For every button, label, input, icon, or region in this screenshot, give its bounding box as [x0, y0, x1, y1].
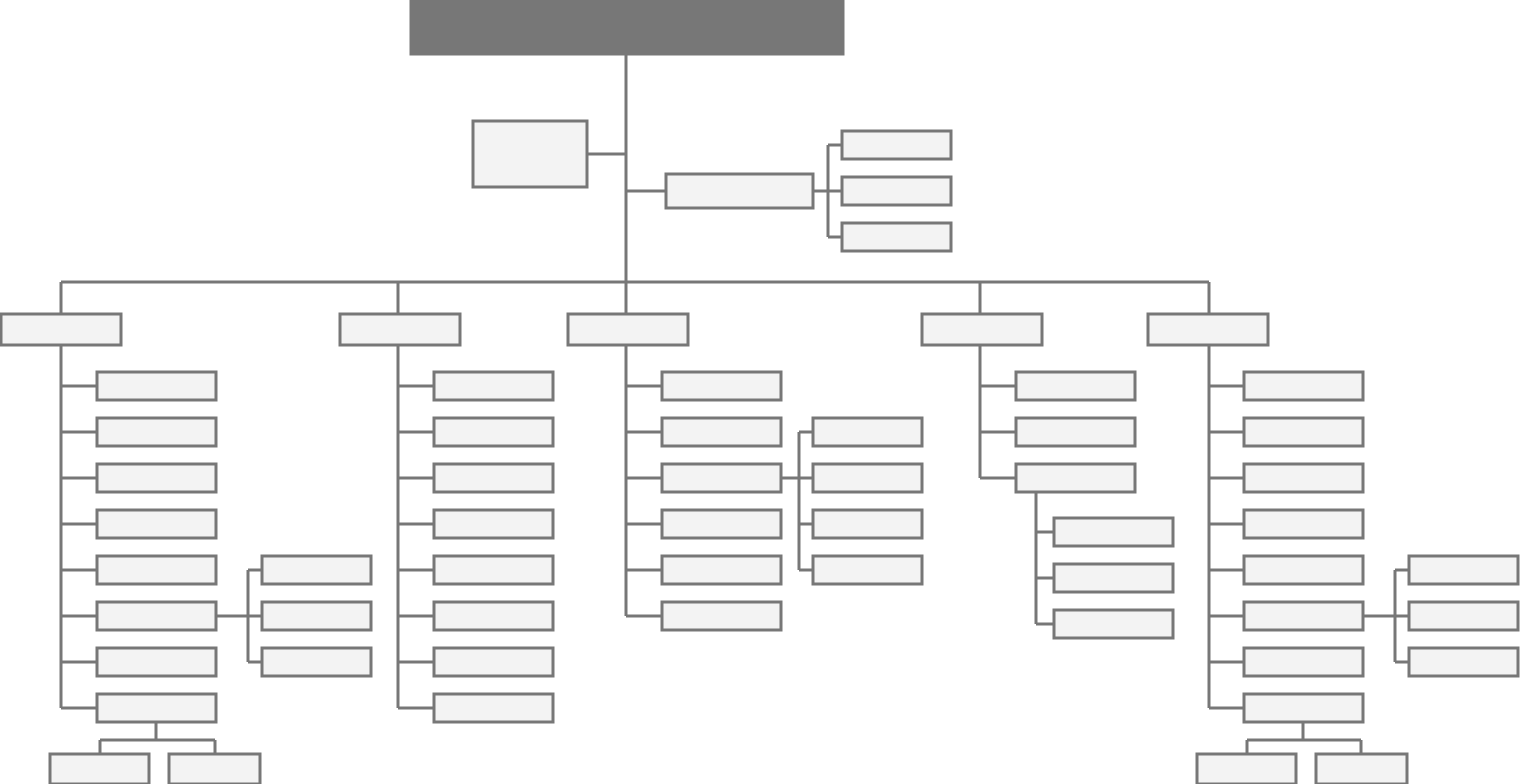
- unit-box[interactable]: [1242, 646, 1365, 678]
- staff-box[interactable]: [664, 172, 815, 210]
- unit-box[interactable]: [660, 554, 783, 586]
- sub-unit-box[interactable]: [811, 462, 924, 494]
- unit-box[interactable]: [1242, 600, 1365, 632]
- sub-unit-box[interactable]: [811, 554, 924, 586]
- department-box[interactable]: [0, 312, 123, 347]
- unit-box[interactable]: [95, 508, 218, 540]
- staff-sub-box[interactable]: [840, 221, 953, 253]
- sub-unit-box[interactable]: [1052, 608, 1175, 640]
- department-box[interactable]: [920, 312, 1044, 347]
- staff-sub-box[interactable]: [840, 129, 953, 161]
- unit-box[interactable]: [432, 508, 555, 540]
- unit-box[interactable]: [660, 370, 783, 402]
- sub-unit-box[interactable]: [1407, 554, 1520, 586]
- sub-unit-box[interactable]: [260, 554, 373, 586]
- unit-box[interactable]: [660, 508, 783, 540]
- department-box[interactable]: [1146, 312, 1270, 347]
- department-box[interactable]: [566, 312, 690, 347]
- sub-unit-box[interactable]: [1195, 752, 1298, 784]
- sub-unit-box[interactable]: [167, 752, 262, 784]
- unit-box[interactable]: [432, 600, 555, 632]
- department-box[interactable]: [338, 312, 462, 347]
- sub-unit-box[interactable]: [1052, 516, 1175, 548]
- unit-box[interactable]: [660, 416, 783, 448]
- unit-box[interactable]: [95, 554, 218, 586]
- sub-unit-box[interactable]: [1407, 646, 1520, 678]
- unit-box[interactable]: [432, 462, 555, 494]
- unit-box[interactable]: [1242, 462, 1365, 494]
- unit-box[interactable]: [432, 692, 555, 724]
- sub-unit-box[interactable]: [260, 600, 373, 632]
- unit-box[interactable]: [432, 554, 555, 586]
- root-box[interactable]: [409, 0, 845, 56]
- unit-box[interactable]: [432, 416, 555, 448]
- unit-box[interactable]: [95, 692, 218, 724]
- sub-unit-box[interactable]: [811, 508, 924, 540]
- unit-box[interactable]: [95, 646, 218, 678]
- unit-box[interactable]: [95, 600, 218, 632]
- unit-box[interactable]: [1014, 370, 1137, 402]
- unit-box[interactable]: [432, 370, 555, 402]
- unit-box[interactable]: [1242, 370, 1365, 402]
- unit-box[interactable]: [1242, 416, 1365, 448]
- sub-unit-box[interactable]: [1314, 752, 1409, 784]
- unit-box[interactable]: [1014, 462, 1137, 494]
- unit-box[interactable]: [1242, 508, 1365, 540]
- unit-box[interactable]: [1242, 692, 1365, 724]
- sub-unit-box[interactable]: [48, 752, 151, 784]
- sub-unit-box[interactable]: [1052, 562, 1175, 594]
- staff-sub-box[interactable]: [840, 175, 953, 207]
- sub-unit-box[interactable]: [260, 646, 373, 678]
- sub-unit-box[interactable]: [811, 416, 924, 448]
- unit-box[interactable]: [95, 462, 218, 494]
- unit-box[interactable]: [432, 646, 555, 678]
- unit-box[interactable]: [660, 462, 783, 494]
- unit-box[interactable]: [1014, 416, 1137, 448]
- unit-box[interactable]: [95, 370, 218, 402]
- sub-unit-box[interactable]: [1407, 600, 1520, 632]
- assistant-box[interactable]: [471, 119, 589, 189]
- unit-box[interactable]: [95, 416, 218, 448]
- unit-box[interactable]: [1242, 554, 1365, 586]
- unit-box[interactable]: [660, 600, 783, 632]
